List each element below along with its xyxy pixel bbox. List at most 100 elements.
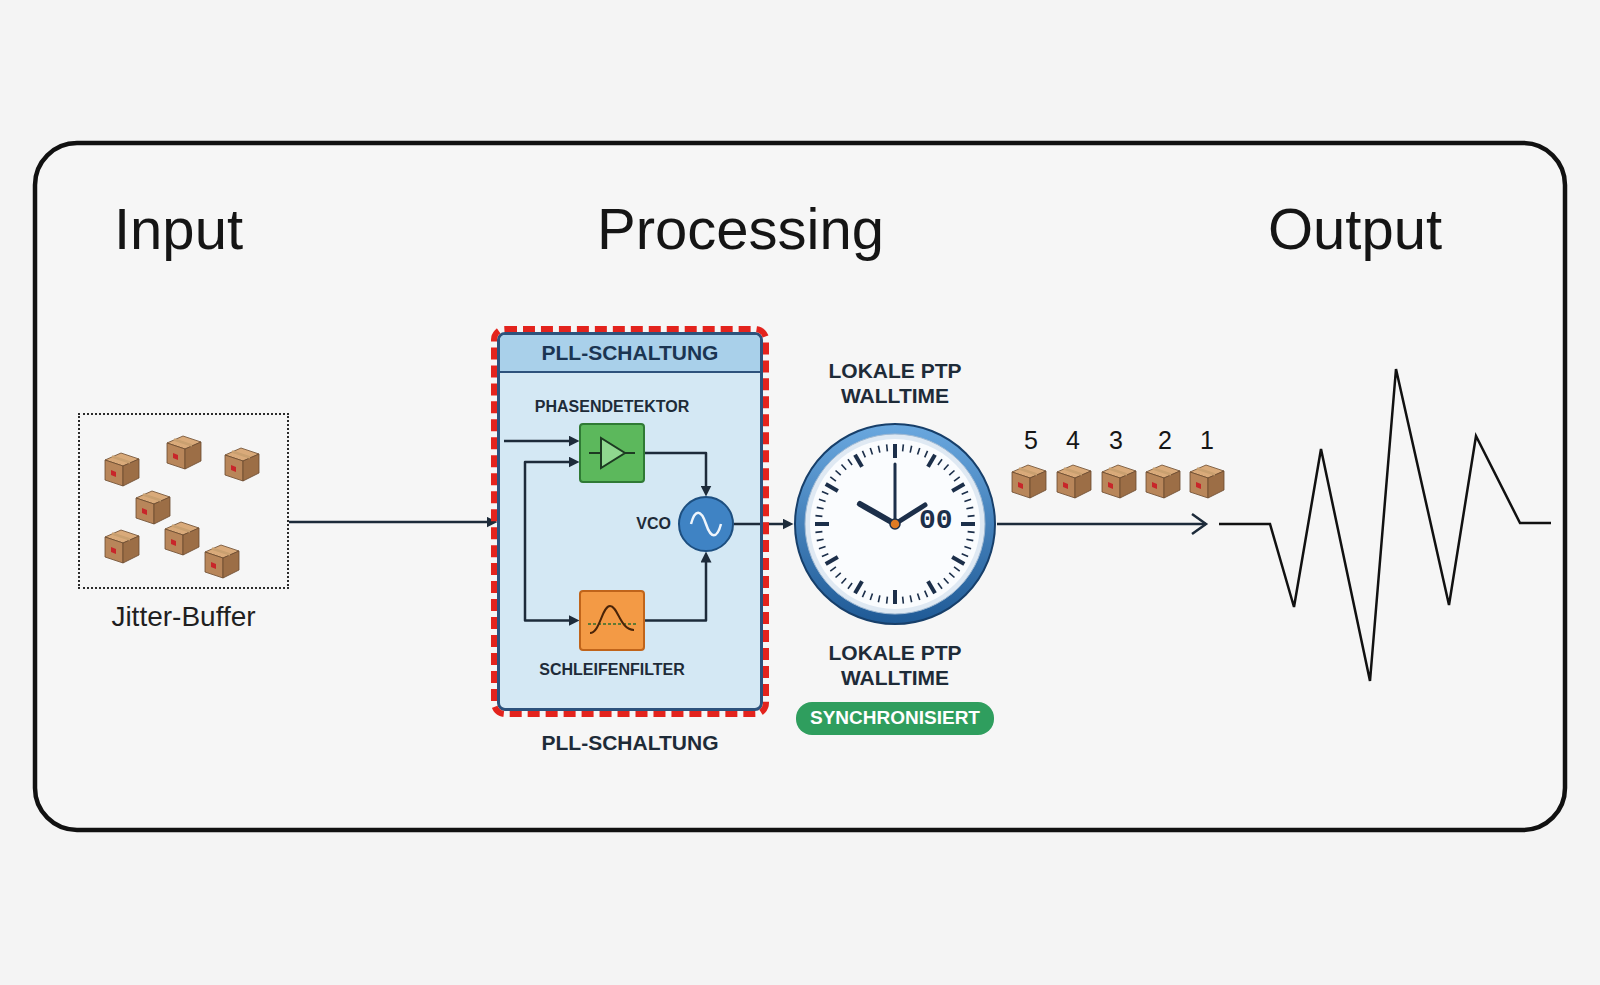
packet-number: 4	[1066, 428, 1080, 453]
clock-tick	[817, 539, 824, 540]
packet-number: 3	[1109, 428, 1123, 453]
label-anchor: 5	[1024, 428, 1038, 453]
clock-tick	[966, 507, 973, 508]
clock-tick	[830, 567, 836, 571]
label-anchor: 3	[1109, 428, 1123, 453]
clock-tick	[954, 567, 960, 571]
clock-label: LOKALE PTP WALLTIME	[810, 640, 980, 690]
output-arrowhead	[1192, 514, 1206, 534]
clock-tick	[878, 446, 879, 453]
label-anchor: Output	[1268, 200, 1442, 258]
ptp-clock: LOKALE PTP WALLTIME00LOKALE PTP WALLTIME	[793, 422, 997, 626]
clock-tick	[949, 470, 954, 475]
clock-tick	[836, 573, 841, 578]
clock-tick	[902, 444, 904, 451]
clock-icon	[793, 422, 997, 626]
component-label: VCO	[636, 514, 671, 533]
clock-tick	[964, 547, 971, 549]
clock-tick	[928, 455, 935, 467]
clock-tick	[819, 499, 826, 501]
clock-tick	[964, 499, 971, 501]
clock-center	[890, 519, 900, 529]
clock-tick	[886, 597, 888, 604]
buffered-packets	[105, 436, 259, 578]
clock-tick	[966, 539, 973, 540]
clock-tick	[968, 531, 975, 533]
packet-number: 5	[1024, 428, 1038, 453]
clock-tick	[848, 459, 852, 465]
label-anchor: Input	[114, 200, 243, 258]
clock-ticks	[815, 444, 975, 604]
clock-tick	[841, 465, 846, 470]
sync-status-pill: SYNCHRONISIERT	[796, 702, 994, 735]
clock-tick	[968, 515, 975, 517]
filter-icon	[581, 592, 643, 649]
clock-tick	[826, 484, 838, 491]
signal-connector	[525, 462, 574, 621]
clock-tick	[961, 522, 975, 526]
packet-number: 2	[1158, 428, 1172, 453]
output-waveform	[1219, 369, 1551, 681]
clock-tick	[819, 547, 826, 549]
clock-tick	[918, 593, 920, 600]
clock-tick	[817, 507, 824, 508]
label-anchor: PHASENDETEKTOR	[535, 397, 689, 416]
sine-symbol	[691, 513, 721, 536]
sine-icon	[680, 498, 732, 550]
signal-connector	[645, 557, 706, 621]
amplifier-symbol	[601, 438, 625, 468]
label-anchor: 2	[1158, 428, 1172, 453]
label-anchor: LOKALE PTP WALLTIME	[810, 358, 980, 408]
clock-tick	[893, 590, 897, 604]
pll-circuit-box: PLL-SCHALTUNGPLL-SCHALTUNGPHASENDETEKTOR…	[497, 332, 763, 711]
filter-curve	[590, 606, 634, 633]
section-heading: Input	[114, 200, 243, 258]
clock-digits: 00	[919, 507, 953, 535]
clock-tick	[862, 451, 865, 457]
clock-tick	[830, 477, 836, 481]
second-hand	[894, 464, 897, 524]
clock-tick	[886, 444, 888, 451]
label-anchor: 1	[1200, 428, 1214, 453]
clock-tick	[928, 581, 935, 593]
clock-label: LOKALE PTP WALLTIME	[810, 358, 980, 408]
clock-tick	[862, 591, 865, 597]
outer-frame	[35, 143, 1565, 830]
signal-connector	[645, 453, 706, 491]
clock-tick	[952, 557, 964, 564]
clock-tick	[870, 448, 872, 455]
buffer-label: Jitter-Buffer	[111, 600, 255, 634]
phase-detector-box: PHASENDETEKTOR	[579, 423, 645, 483]
clock-face	[810, 439, 980, 609]
label-anchor: LOKALE PTP WALLTIME	[810, 640, 980, 690]
label-anchor: VCO	[636, 514, 671, 533]
vco-circle: VCO	[678, 496, 734, 552]
clock-tick	[962, 554, 968, 557]
section-heading: Output	[1268, 200, 1442, 258]
pll-caption: PLL-SCHALTUNG	[542, 730, 719, 755]
pll-fill	[499, 334, 762, 710]
clock-tick	[826, 557, 838, 564]
clock-bezel	[805, 434, 985, 614]
label-anchor: 00	[919, 507, 953, 535]
clock-tick	[918, 448, 920, 455]
clock-tick	[893, 444, 897, 458]
component-label: SCHLEIFENFILTER	[539, 660, 684, 679]
clock-tick	[910, 595, 911, 602]
label-anchor: 4	[1066, 428, 1080, 453]
clock-tick	[870, 593, 872, 600]
component-label: PHASENDETEKTOR	[535, 397, 689, 416]
clock-tick	[938, 583, 942, 589]
clock-tick	[815, 531, 822, 533]
clock-tick	[902, 597, 904, 604]
clock-tick	[841, 578, 846, 583]
hour-hand	[860, 504, 895, 524]
loop-filter-box: SCHLEIFENFILTER	[579, 590, 645, 651]
clock-tick	[822, 491, 828, 494]
status-text: SYNCHRONISIERT	[810, 707, 980, 730]
output-arrow	[997, 523, 1206, 526]
clock-tick	[855, 581, 862, 593]
input-wire	[504, 440, 574, 443]
clock-tick	[855, 455, 862, 467]
label-anchor: SCHLEIFENFILTER	[539, 660, 684, 679]
